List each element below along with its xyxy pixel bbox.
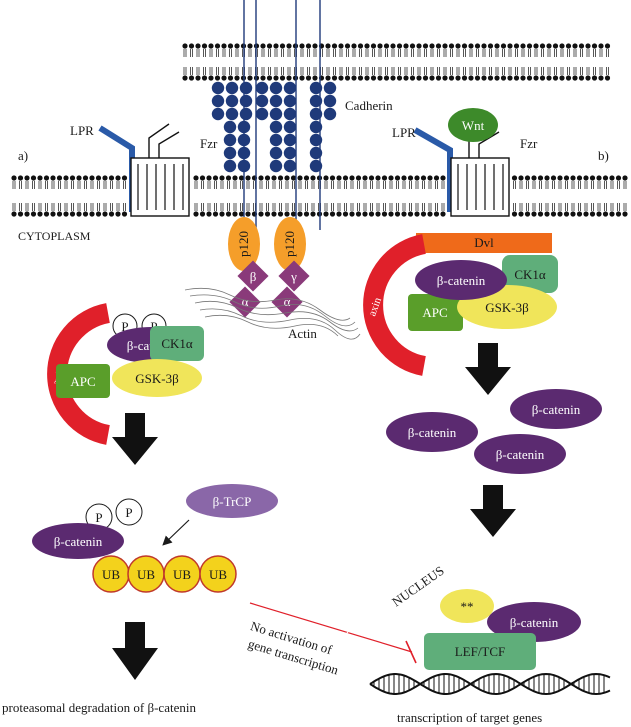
wnt-label: Wnt: [462, 118, 485, 133]
down-arrow-icon-left-1: [112, 413, 158, 465]
lef-tcf-label: LEF/TCF: [455, 644, 506, 659]
dna-helix-icon: [369, 672, 611, 696]
beta-catenin-free-3: [474, 434, 566, 474]
beta-catenin-nuclear: [487, 602, 581, 642]
gamma-catenin-junction: γ: [278, 260, 310, 292]
wnt-ligand: [448, 108, 498, 142]
p120-left: p120: [228, 217, 260, 271]
beta-catenin-free-2-label: β-catenin: [408, 425, 457, 440]
ck1a-right-label: CK1α: [514, 267, 546, 282]
panel-a-label: a): [18, 148, 28, 163]
ck1a-left-label: CK1α: [161, 336, 193, 351]
ub-label: UB: [137, 567, 155, 582]
alpha-right-label: α: [284, 294, 291, 309]
actin-label: Actin: [288, 326, 317, 341]
fzr-left-label: Fzr: [200, 136, 218, 151]
cofactor: [440, 589, 494, 623]
ck1a-right: [502, 255, 558, 293]
p120-left-label: p120: [236, 231, 251, 257]
beta-catenin-ubiquitinated-label: β-catenin: [54, 534, 103, 549]
gsk3b-right-label: GSK-3β: [485, 300, 529, 315]
actin-filaments: [184, 287, 361, 340]
ub-label: UB: [173, 567, 191, 582]
transcription-label: transcription of target genes: [397, 710, 542, 725]
beta-catenin-free-3-label: β-catenin: [496, 447, 545, 462]
down-arrow-icon-right-1: [465, 343, 511, 395]
beta-catenin-nuclear-label: β-catenin: [510, 615, 559, 630]
p120-right-label: p120: [282, 231, 297, 257]
cadherin-complex: [211, 0, 337, 230]
ub-label: UB: [102, 567, 120, 582]
nuclear-envelope: [339, 564, 521, 643]
beta-catenin-complex-right: [415, 260, 507, 300]
apc-right: [408, 294, 463, 331]
frizzled-receptor-right: [450, 123, 510, 217]
ubiquitin-chain: UB UB UB UB: [92, 555, 237, 593]
panel-b-label: b): [598, 148, 609, 163]
beta-catenin-free-1-label: β-catenin: [532, 402, 581, 417]
ck1a-left: [150, 326, 204, 361]
btrcp-label: β-TrCP: [213, 494, 252, 509]
apc-right-label: APC: [422, 305, 447, 320]
cofactor-label: **: [461, 599, 474, 614]
btrcp: [186, 484, 278, 518]
dvl: [416, 233, 552, 253]
gamma-small-label: γ: [290, 269, 297, 284]
frizzled-receptor-left: [130, 123, 190, 217]
down-arrow-icon-left-2: [112, 622, 158, 680]
apc-left: [56, 364, 110, 398]
lpr-right-label: LPR: [392, 125, 416, 140]
lpr-left-label: LPR: [70, 123, 94, 138]
cytoplasm-label: CYTOPLASM: [18, 229, 91, 243]
ub-label: UB: [209, 567, 227, 582]
apc-left-label: APC: [70, 374, 95, 389]
lef-tcf: [424, 633, 536, 670]
dvl-label: Dvl: [474, 235, 494, 250]
lpr-receptor-right: [413, 127, 453, 212]
alpha-left-label: α: [242, 294, 249, 309]
nucleus-label: NUCLEUS: [389, 563, 447, 610]
beta-catenin-free-1: [510, 389, 602, 429]
alpha-catenin-right: α: [271, 286, 303, 318]
beta-catenin-ubiquitinated: [32, 523, 124, 559]
inhibition-line: [249, 602, 413, 653]
down-arrow-icon-right-2: [470, 485, 516, 537]
beta-catenin-complex-right-label: β-catenin: [437, 273, 486, 288]
beta-small-label: β: [250, 269, 257, 284]
axin-right: [363, 234, 427, 376]
p120-right: p120: [274, 217, 306, 271]
beta-catenin-free-2: [386, 412, 478, 452]
top-membrane: [182, 43, 611, 81]
beta-catenin-junction: β: [237, 260, 269, 292]
proteasomal-label: proteasomal degradation of β-catenin: [2, 700, 196, 715]
gsk3b-left: [112, 359, 202, 397]
phosphate-3: [115, 498, 143, 526]
phosphate-3-label: P: [125, 505, 132, 520]
phosphate-2-label: P: [121, 319, 128, 334]
lpr-receptor-left: [98, 125, 135, 212]
cadherin-label: Cadherin: [345, 98, 393, 113]
gsk3b-left-label: GSK-3β: [135, 371, 179, 386]
cell-membrane: [11, 175, 628, 217]
phosphate-4-label: P: [95, 510, 102, 525]
fzr-right-label: Fzr: [520, 136, 538, 151]
alpha-catenin-left: α: [229, 286, 261, 318]
inhibition-bar: [405, 640, 417, 664]
btrcp-arrow: [162, 519, 190, 546]
